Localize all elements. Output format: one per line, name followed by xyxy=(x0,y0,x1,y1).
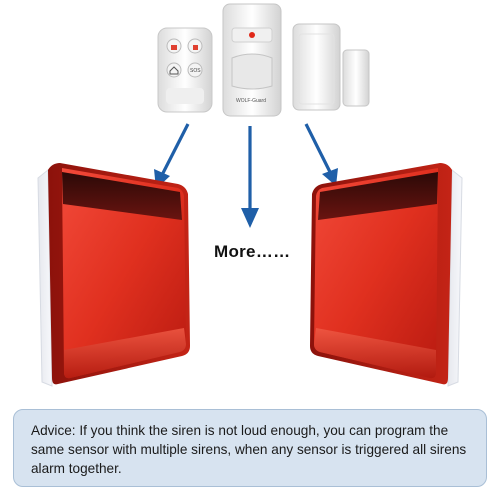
advice-box: Advice: If you think the siren is not lo… xyxy=(13,409,487,487)
sos-button xyxy=(187,62,203,78)
siren-right-lens xyxy=(314,328,436,379)
siren-left-lens xyxy=(64,328,186,379)
arrow-down-icon xyxy=(241,126,259,228)
home-icon xyxy=(169,66,179,75)
pir-motion-sensor: WOLF-Guard xyxy=(222,3,282,117)
pir-lens xyxy=(231,53,273,90)
lock-icon xyxy=(171,45,177,50)
siren-right-grill xyxy=(318,172,438,220)
siren-left-grill xyxy=(62,172,182,220)
remote-control: SOS xyxy=(157,27,213,113)
more-label: More…… xyxy=(214,242,291,261)
siren-right xyxy=(310,163,463,387)
pir-brand-label: WOLF-Guard xyxy=(236,98,266,104)
arrow-right-icon xyxy=(304,123,338,186)
remote-sos-label: SOS xyxy=(190,68,201,74)
arrow-left-icon xyxy=(154,123,190,189)
home-button xyxy=(166,62,182,78)
led-indicator-icon xyxy=(249,32,255,38)
advice-text: Advice: If you think the siren is not lo… xyxy=(31,423,467,476)
door-sensor xyxy=(292,23,370,111)
siren-left xyxy=(37,163,190,387)
